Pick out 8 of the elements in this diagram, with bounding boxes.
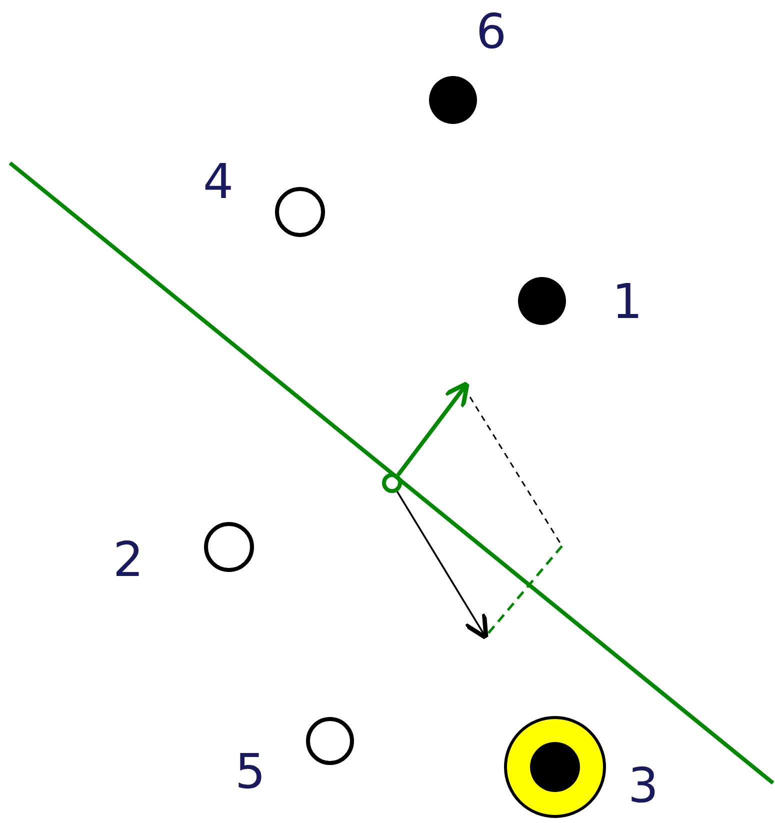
point-number: 6	[476, 8, 507, 56]
point-number: 5	[235, 748, 266, 796]
point-number: 4	[203, 158, 234, 206]
point-number: 2	[113, 536, 144, 584]
point-number: 3	[628, 762, 659, 810]
point-number: 1	[612, 278, 643, 326]
arrow	[396, 381, 470, 476]
arrow	[396, 491, 488, 640]
